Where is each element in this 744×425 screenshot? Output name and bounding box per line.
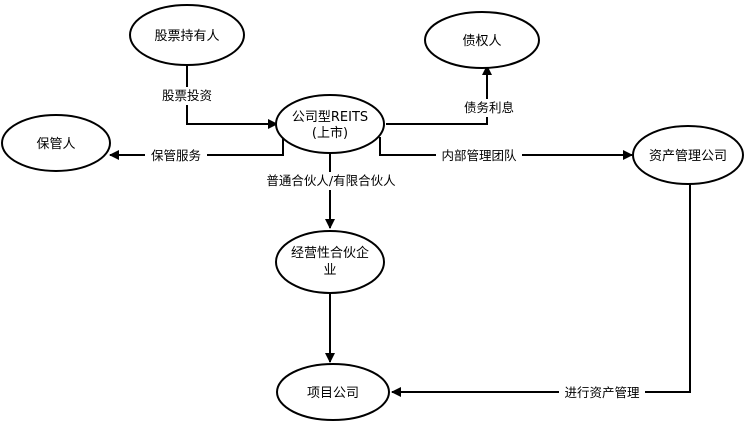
svg-text:经营性合伙企: 经营性合伙企 bbox=[291, 245, 369, 261]
edge-label-partners: 普通合伙人/有限合伙人 bbox=[262, 172, 402, 190]
node-shareholders: 股票持有人 bbox=[129, 4, 245, 66]
svg-text:业: 业 bbox=[323, 263, 336, 278]
node-custodian: 保管人 bbox=[1, 114, 111, 172]
edge-stock-investment bbox=[186, 64, 278, 129]
node-reit: 公司型REITS (上市) bbox=[275, 94, 385, 154]
edge-label-custody-service: 保管服务 bbox=[145, 147, 207, 164]
edge-debt-interest bbox=[386, 65, 492, 125]
node-creditors: 债权人 bbox=[424, 11, 540, 69]
svg-text:公司型REITS: 公司型REITS bbox=[292, 110, 368, 125]
edge-label-asset-management: 进行资产管理 bbox=[559, 384, 645, 401]
node-project-company: 项目公司 bbox=[276, 363, 390, 421]
svg-text:(上市): (上市) bbox=[312, 125, 348, 141]
node-operating-partnership: 经营性合伙企 业 bbox=[275, 230, 385, 294]
svg-text:普通合伙人/有限合伙人: 普通合伙人/有限合伙人 bbox=[266, 173, 396, 188]
svg-text:项目公司: 项目公司 bbox=[307, 386, 359, 401]
svg-text:股票投资: 股票投资 bbox=[162, 88, 212, 103]
svg-text:股票持有人: 股票持有人 bbox=[154, 29, 219, 44]
svg-text:债务利息: 债务利息 bbox=[464, 100, 514, 115]
edge-internal-team bbox=[379, 137, 633, 160]
svg-text:资产管理公司: 资产管理公司 bbox=[649, 149, 727, 164]
svg-text:进行资产管理: 进行资产管理 bbox=[564, 385, 640, 400]
svg-text:内部管理团队: 内部管理团队 bbox=[441, 148, 517, 163]
svg-text:保管人: 保管人 bbox=[36, 137, 75, 152]
edge-label-stock-investment: 股票投资 bbox=[156, 87, 218, 105]
edge-label-debt-interest: 债务利息 bbox=[458, 99, 520, 117]
node-asset-management-company: 资产管理公司 bbox=[632, 125, 744, 185]
svg-text:保管服务: 保管服务 bbox=[151, 148, 201, 163]
svg-text:债权人: 债权人 bbox=[462, 33, 501, 49]
edge-label-internal-team: 内部管理团队 bbox=[436, 147, 522, 164]
edge-asset-management bbox=[391, 184, 691, 397]
